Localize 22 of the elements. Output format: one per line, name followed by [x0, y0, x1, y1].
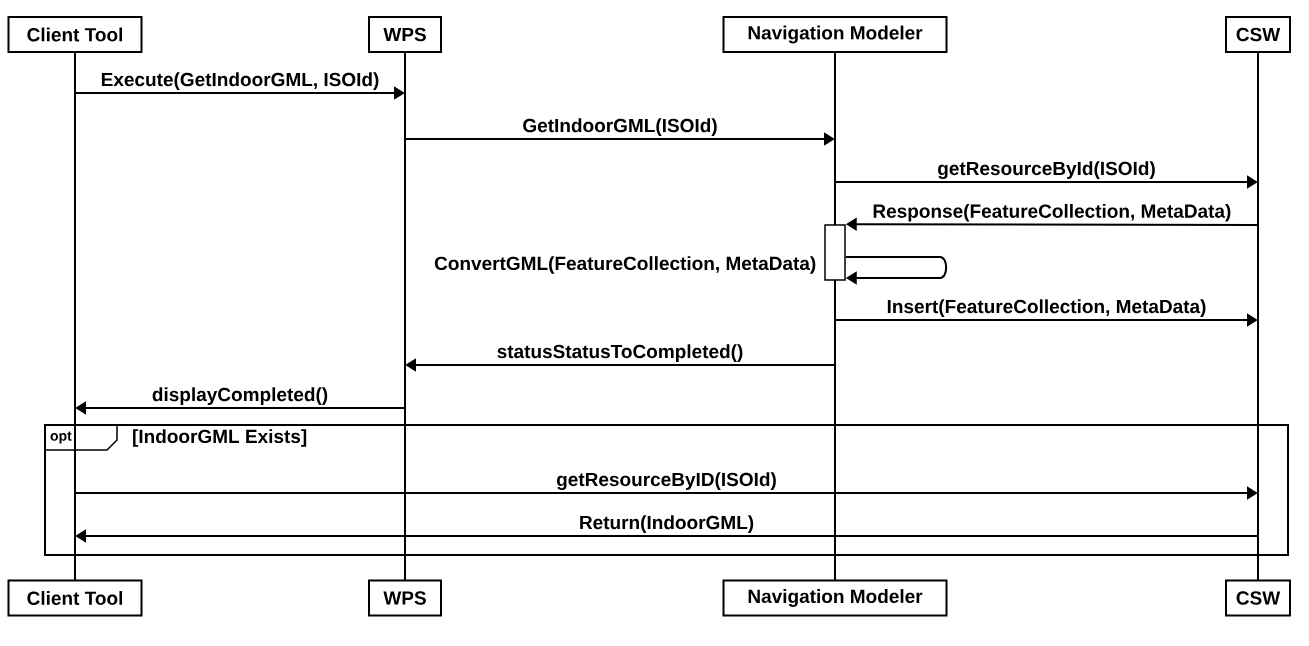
participant-box: WPS — [368, 16, 442, 53]
fragment-tab: opt — [44, 424, 118, 451]
participant-box: Client Tool — [7, 579, 143, 617]
participant-box: Client Tool — [7, 16, 143, 53]
message-label: ConvertGML(FeatureCollection, MetaData) — [434, 256, 816, 274]
message-label: Execute(GetIndoorGML, ISOId) — [101, 72, 379, 90]
participant-box: Navigation Modeler — [722, 16, 948, 53]
message-label: Return(IndoorGML) — [580, 515, 754, 533]
message-label: Response(FeatureCollection, MetaData) — [873, 203, 1231, 222]
participant-box: Navigation Modeler — [722, 579, 948, 617]
message-label: getResourceById(ISOId) — [938, 161, 1155, 179]
message-label: displayCompleted() — [152, 387, 328, 405]
participant-box: CSW — [1225, 579, 1291, 617]
message-label: getResourceByID(ISOId) — [556, 472, 776, 490]
message-label: GetIndoorGML(ISOId) — [523, 118, 717, 136]
message-label: Insert(FeatureCollection, MetaData) — [887, 299, 1206, 317]
participant-box: CSW — [1225, 16, 1291, 53]
guard-condition: [IndoorGML Exists] — [133, 429, 307, 447]
activation-bar — [824, 224, 846, 281]
self-message-arrow — [844, 256, 948, 285]
message-label: statusStatusToCompleted() — [497, 344, 743, 362]
participant-box: WPS — [368, 579, 442, 617]
